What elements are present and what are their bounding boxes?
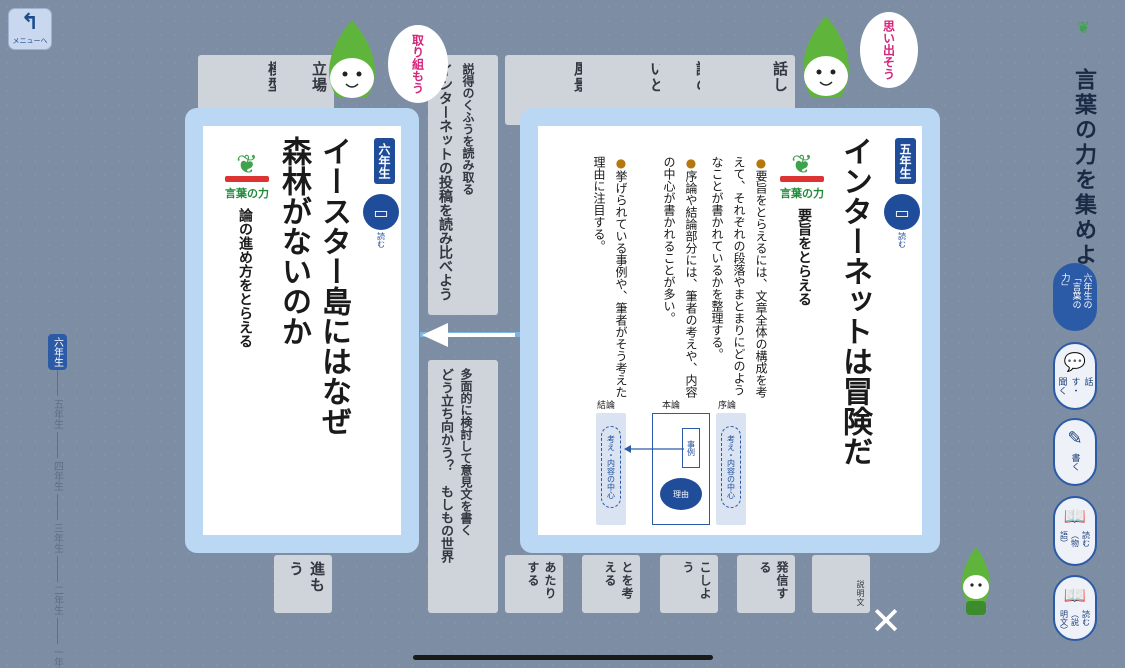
lesson-title: イースター島にはなぜ 森林がないのか — [273, 136, 353, 436]
grade-scale-item[interactable]: 四年生 — [51, 461, 63, 491]
nav-write[interactable]: ✎ 書く — [1053, 418, 1097, 486]
bg-card[interactable]: 発信する — [737, 555, 795, 613]
lesson-title-line: イースター島にはなぜ — [316, 136, 351, 436]
leaf-mascot-icon — [803, 16, 849, 98]
bg-card[interactable]: あたりする — [505, 555, 563, 613]
book-icon — [780, 176, 824, 182]
speech-bubble-left: 取り組もう — [388, 25, 448, 103]
bullet-item: ●要旨をとらえるには、文章全体の構成を考えて、それぞれの段落やまとまりにどのよう… — [710, 156, 768, 398]
logo-text: 言葉の力 — [780, 187, 824, 200]
book-icon: ▭ — [884, 194, 920, 230]
grade-scale-item[interactable]: 一年生 — [51, 647, 63, 668]
bullet-item: ●挙げられている事例や、筆者がそう考えた理由に注目する。 — [592, 156, 628, 398]
diagram-idea-conclusion: 考え・内容の中心 — [601, 426, 621, 508]
nav-label: 読む（説明文） — [1059, 610, 1091, 634]
grade-scale-item[interactable]: 二年生 — [51, 585, 63, 615]
diagram-label-body: 本論 — [662, 401, 681, 411]
back-to-menu-button[interactable]: ↰ メニューへ — [8, 8, 52, 50]
bg-card-title: とを考える — [603, 561, 634, 600]
kotoba-logo: ❦ 言葉の力 — [780, 150, 824, 201]
diagram-arrow-icon — [624, 445, 684, 453]
grade-badge: 五年生 — [895, 138, 916, 184]
app-title-text: 言葉の力を集めよう — [1071, 68, 1096, 293]
logo-text: 言葉の力 — [225, 187, 269, 200]
back-arrow-icon: ↰ — [20, 10, 40, 35]
diagram-idea-intro: 考え・内容の中心 — [721, 426, 741, 508]
nav-speak-listen[interactable]: 💬 話す・聞く — [1053, 342, 1097, 410]
bg-card-title: こしよう — [681, 561, 712, 600]
bg-card-tag: 説明文 — [856, 580, 865, 607]
bullet-list: ●要旨をとらえるには、文章全体の構成を考えて、それぞれの段落やまとまりにどのよう… — [552, 156, 772, 406]
diagram-body-box — [652, 413, 710, 525]
book-icon: 📖 — [1063, 506, 1087, 527]
bg-card-essay[interactable]: どう立ち向かう？ もしもの世界 多面的に検討して意見文を書く — [428, 360, 498, 613]
diagram-reason: 理由 — [660, 478, 702, 510]
left-arrow-icon — [420, 323, 520, 347]
skill-card-body: 六年生 ▭ 読む ❦ 言葉の力 イースター島にはなぜ 森林がないのか 論の進め方… — [203, 126, 401, 535]
bg-card[interactable]: 説明文 — [812, 555, 870, 613]
skill-title: 要旨をとらえる — [796, 208, 812, 306]
sprout-icon: ❦ — [791, 150, 813, 180]
diagram-case: 事例 — [682, 428, 700, 468]
grade-scale: 六年生 五年生 四年生 三年生 二年生 一年生 — [46, 334, 68, 668]
grade-badge: 六年生 — [374, 138, 395, 184]
bg-card-title: 進もう — [287, 561, 326, 593]
book-icon — [225, 176, 269, 182]
skill-card-body: 五年生 ▭ 読む インターネットは冒険だ ❦ 言葉の力 要旨をとらえる ●要旨を… — [538, 126, 922, 535]
home-indicator[interactable] — [413, 655, 713, 660]
nav-read-story[interactable]: 📖 読む（物語） — [1053, 496, 1097, 566]
book-icon: 📖 — [1063, 585, 1087, 606]
read-category: ▭ 読む — [363, 194, 399, 248]
book-icon: ▭ — [363, 194, 399, 230]
back-button-label: メニューへ — [12, 37, 48, 45]
grade-scale-item[interactable]: 五年生 — [51, 399, 63, 429]
bg-card[interactable]: こしよう — [660, 555, 718, 613]
nav-grade6-skills[interactable]: 六年生の「言葉の力」 — [1053, 263, 1097, 331]
skill-card-grade5[interactable]: 五年生 ▭ 読む インターネットは冒険だ ❦ 言葉の力 要旨をとらえる ●要旨を… — [520, 108, 940, 553]
diagram-label-intro: 序論 — [718, 401, 737, 411]
leaf-mascot-icon — [961, 547, 991, 615]
mascot-left — [318, 18, 386, 106]
mascot-right — [792, 14, 860, 106]
speech-bubble-icon: 💬 — [1063, 352, 1087, 373]
grade-scale-item[interactable]: 三年生 — [51, 523, 63, 553]
category-label: 読む — [897, 232, 907, 248]
bg-card-title: 発信する — [758, 561, 789, 600]
nav-label: 書く — [1069, 453, 1080, 471]
bg-card-title: どう立ち向かう？ もしもの世界 — [438, 368, 453, 563]
skill-title: 論の進め方をとらえる — [237, 208, 253, 348]
bg-card[interactable]: 進もう — [274, 555, 332, 613]
kotoba-logo: ❦ 言葉の力 — [225, 150, 269, 201]
app-title: ❦ 言葉の力を集めよう — [1067, 18, 1099, 293]
bg-card-title: あたりする — [526, 561, 557, 600]
bullet-item: ●序論や結論部分には、筆者の考えや、内容の中心が書かれることが多い。 — [662, 156, 698, 398]
bg-card-compare-posts[interactable]: インターネットの投稿を読み比べよう 説得のくふうを読み取る — [428, 55, 498, 315]
nav-label: 話す・聞く — [1056, 377, 1093, 395]
sprout-icon: ❦ — [236, 150, 258, 180]
grade-scale-item[interactable]: 六年生 — [47, 334, 67, 370]
lesson-title-line: 森林がないのか — [276, 136, 311, 346]
skill-card-grade6[interactable]: 六年生 ▭ 読む ❦ 言葉の力 イースター島にはなぜ 森林がないのか 論の進め方… — [185, 108, 419, 553]
bg-card-title: 話し — [771, 61, 789, 93]
bg-card-subtitle: 説得のくふうを読み取る — [461, 63, 475, 195]
structure-diagram: 結論 本論 序論 考え・内容の中心 事例 理由 考え・内容の中心 — [594, 398, 754, 538]
mascot-bottom — [956, 545, 996, 620]
pencil-icon: ✎ — [1067, 428, 1083, 449]
sprout-icon: ❦ — [1074, 18, 1093, 40]
bg-card-title: 立場 — [310, 61, 328, 93]
bg-card-subtitle: 多面的に検討して意見文を書く — [459, 368, 473, 536]
close-button[interactable]: ✕ — [870, 599, 902, 643]
nav-label: 読む（物語） — [1059, 531, 1091, 547]
bg-card-title: インターネットの投稿を読み比べよう — [437, 63, 453, 301]
lesson-title: インターネットは冒険だ — [837, 136, 872, 466]
nav-label: 六年生の「言葉の力」 — [1059, 273, 1092, 309]
leaf-mascot-icon — [329, 20, 375, 98]
diagram-label-conclusion: 結論 — [597, 401, 616, 411]
speech-bubble-right: 思い出そう — [860, 12, 918, 88]
category-label: 読む — [376, 232, 386, 248]
read-category: ▭ 読む — [884, 194, 920, 248]
bg-card[interactable]: とを考える — [582, 555, 640, 613]
nav-read-explain[interactable]: 📖 読む（説明文） — [1053, 575, 1097, 641]
